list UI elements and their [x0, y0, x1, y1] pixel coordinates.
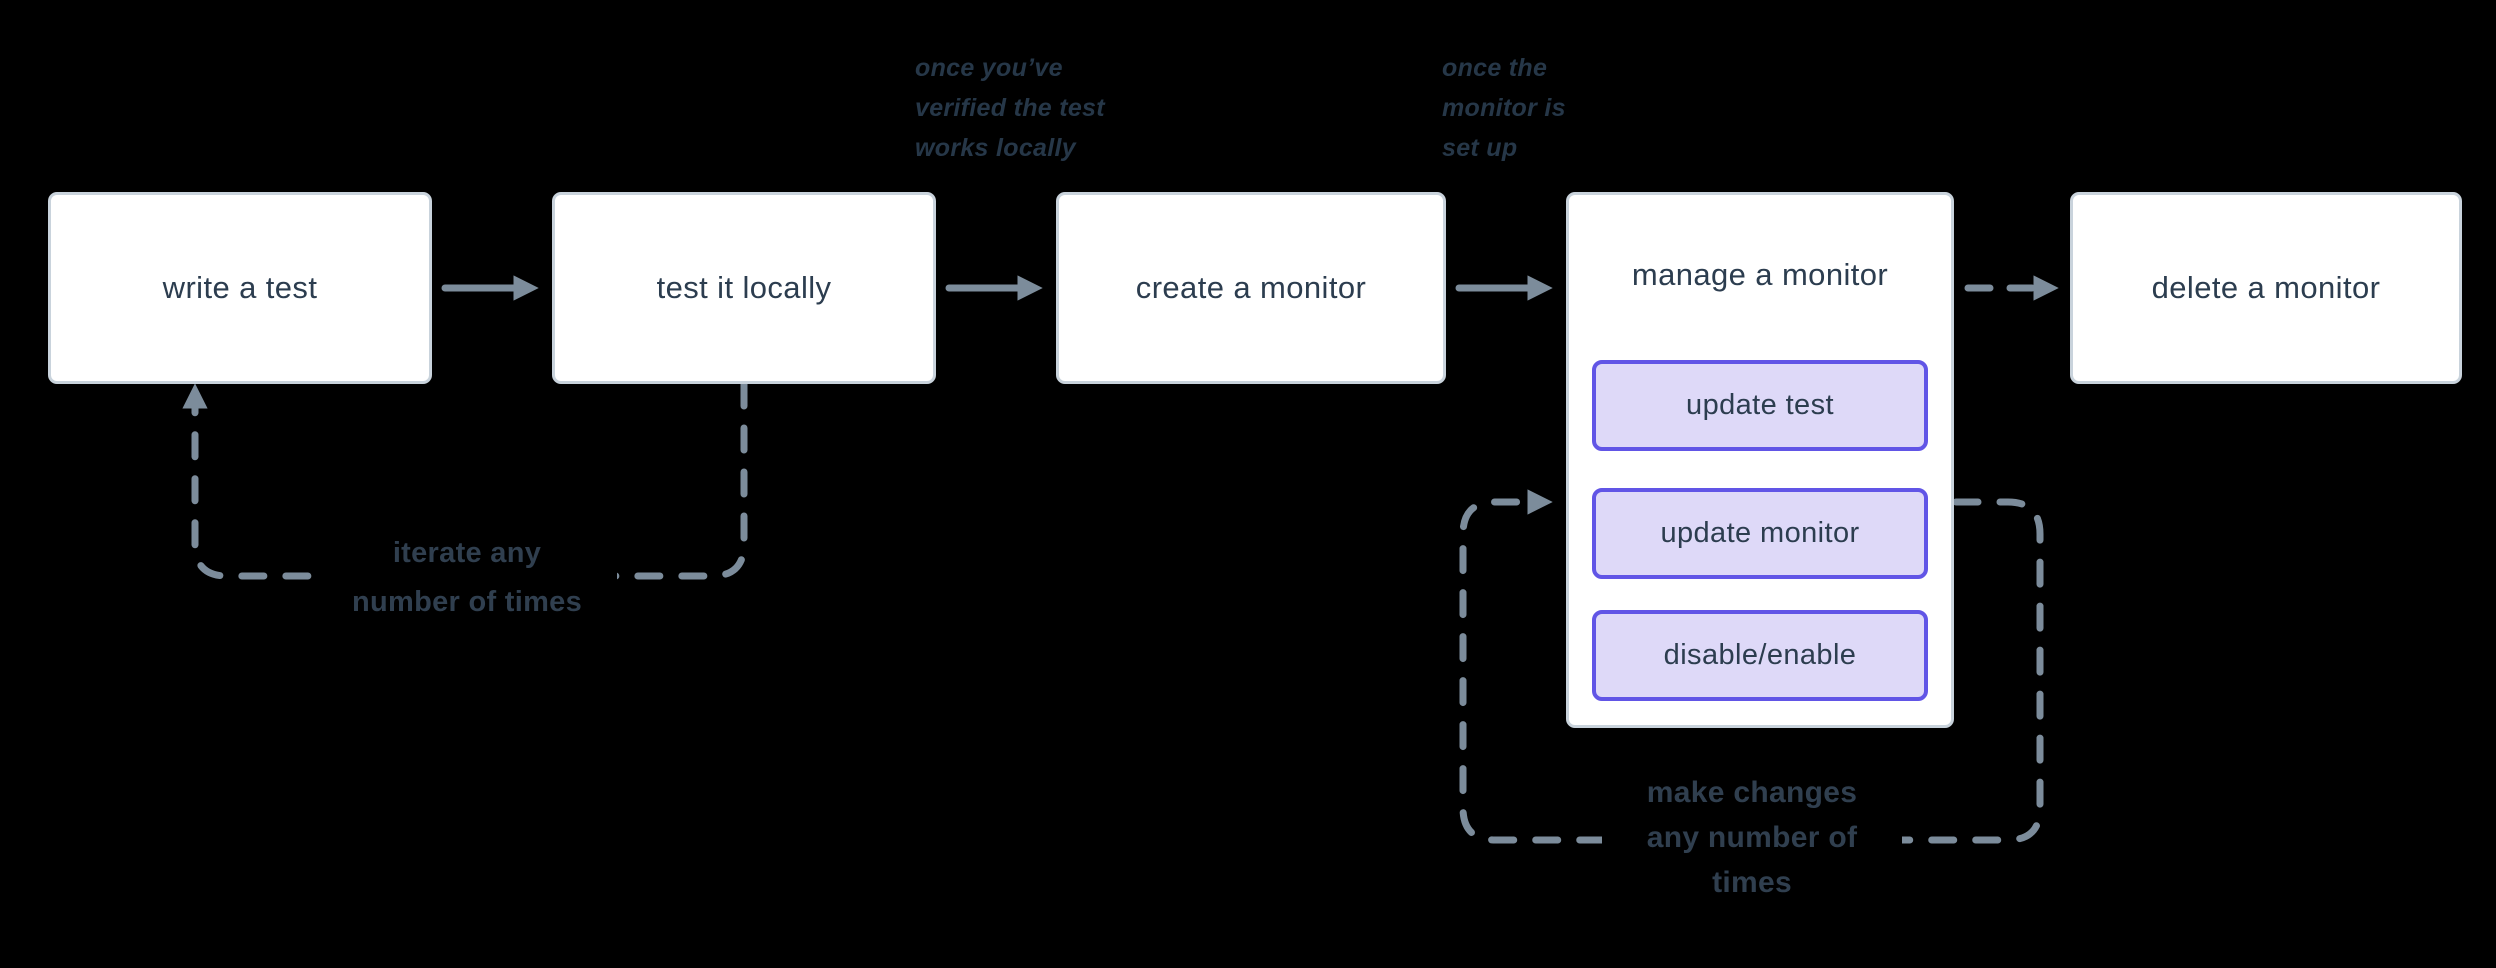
node-label: write a test	[162, 270, 318, 305]
loop-label-line: iterate any	[392, 537, 542, 569]
annotation-line: once you’ve	[915, 54, 1063, 82]
annotation-once-set-up: once the monitor is set up	[1442, 48, 1566, 168]
annotation-line: monitor is	[1442, 94, 1566, 122]
dashed-loop-make-changes	[1459, 489, 2044, 844]
node-delete-a-monitor: delete a monitor	[2070, 192, 2462, 384]
annotation-line: set up	[1442, 134, 1518, 162]
subaction-disable-enable: disable/enable	[1592, 610, 1928, 701]
node-label: manage a monitor	[1631, 257, 1889, 292]
annotation-line: once the	[1442, 54, 1548, 82]
annotation-once-verified: once you’ve verified the test works loca…	[915, 48, 1105, 168]
loop-label-iterate: iterate any number of times	[317, 529, 617, 627]
subaction-label: update test	[1686, 389, 1834, 421]
node-label: test it locally	[656, 270, 832, 305]
node-label: create a monitor	[1135, 270, 1367, 305]
node-label: delete a monitor	[2151, 270, 2381, 305]
node-manage-a-monitor: manage a monitor update test update moni…	[1566, 192, 1954, 728]
subaction-label: disable/enable	[1663, 639, 1857, 671]
node-test-it-locally: test it locally	[552, 192, 936, 384]
node-write-a-test: write a test	[48, 192, 432, 384]
loop-label-line: any number of	[1646, 821, 1858, 854]
subaction-update-test: update test	[1592, 360, 1928, 451]
loop-label-line: make changes	[1646, 776, 1858, 809]
node-create-a-monitor: create a monitor	[1056, 192, 1446, 384]
annotation-line: works locally	[915, 134, 1076, 162]
loop-label-line: number of times	[351, 586, 583, 618]
loop-label-line: times	[1712, 866, 1792, 899]
subaction-update-monitor: update monitor	[1592, 488, 1928, 579]
annotation-line: verified the test	[915, 94, 1105, 122]
subaction-label: update monitor	[1660, 517, 1860, 549]
loop-label-make-changes: make changes any number of times	[1602, 770, 1902, 905]
